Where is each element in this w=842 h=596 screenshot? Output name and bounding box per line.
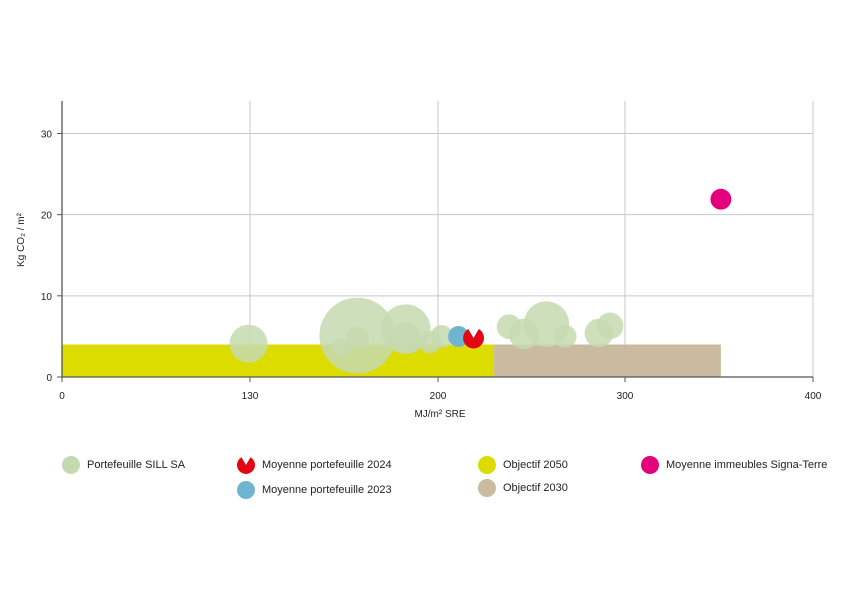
legend-label: Portefeuille SILL SA	[87, 459, 186, 471]
point-portefeuille-sill-sa	[553, 325, 577, 348]
x-axis-label: MJ/m² SRE	[414, 409, 465, 420]
legend-label: Moyenne portefeuille 2023	[262, 484, 392, 496]
point-moyenne-immeubles-signa-terre	[710, 188, 732, 210]
y-tick-label: 10	[41, 292, 53, 303]
legend-marker-icon	[237, 456, 255, 474]
point-portefeuille-sill-sa	[346, 326, 369, 350]
x-tick-label: 200	[430, 391, 447, 402]
legend-marker-icon	[641, 456, 659, 474]
legend-swatch	[641, 456, 659, 474]
x-tick-label: 400	[805, 391, 822, 402]
legend-swatch	[62, 456, 80, 474]
point-portefeuille-sill-sa	[596, 312, 624, 340]
point-portefeuille-sill-sa	[229, 324, 268, 363]
legend-item: Objectif 2050	[478, 456, 568, 474]
y-tick-label: 30	[41, 129, 53, 140]
y-axis-label: Kg CO₂ / m²	[16, 212, 27, 267]
x-tick-label: 0	[59, 391, 65, 402]
legend-swatch	[478, 456, 496, 474]
legend-item: Moyenne immeubles Signa-Terre	[641, 456, 827, 474]
y-tick-label: 0	[46, 373, 52, 384]
legend-swatch	[237, 481, 255, 499]
point-moyenne-portefeuille-2024	[463, 328, 484, 349]
point-portefeuille-sill-sa	[390, 322, 421, 354]
axes	[57, 101, 814, 382]
legend-swatch	[478, 479, 496, 497]
grid-lines	[62, 101, 814, 377]
point-portefeuille-sill-sa	[430, 325, 454, 348]
x-tick-label: 130	[242, 391, 259, 402]
legend-label: Objectif 2030	[503, 482, 568, 494]
x-tick-label: 300	[617, 391, 634, 402]
legend-item: Moyenne portefeuille 2024	[237, 456, 392, 474]
y-tick-label: 20	[41, 211, 53, 222]
legend-label: Objectif 2050	[503, 459, 568, 471]
legend-label: Moyenne portefeuille 2024	[262, 459, 392, 471]
legend-label: Moyenne immeubles Signa-Terre	[666, 459, 828, 471]
legend-item: Moyenne portefeuille 2023	[237, 481, 392, 499]
data-points	[229, 188, 732, 374]
legend-item: Portefeuille SILL SA	[62, 456, 185, 474]
legend-marker-icon	[478, 479, 496, 497]
legend-swatch	[237, 457, 255, 474]
region-objectif-2030	[494, 344, 721, 377]
legend-marker-icon	[62, 456, 80, 474]
legend-marker-icon	[237, 481, 255, 499]
legend-item: Objectif 2030	[478, 479, 568, 497]
legend-marker-icon	[478, 456, 496, 474]
